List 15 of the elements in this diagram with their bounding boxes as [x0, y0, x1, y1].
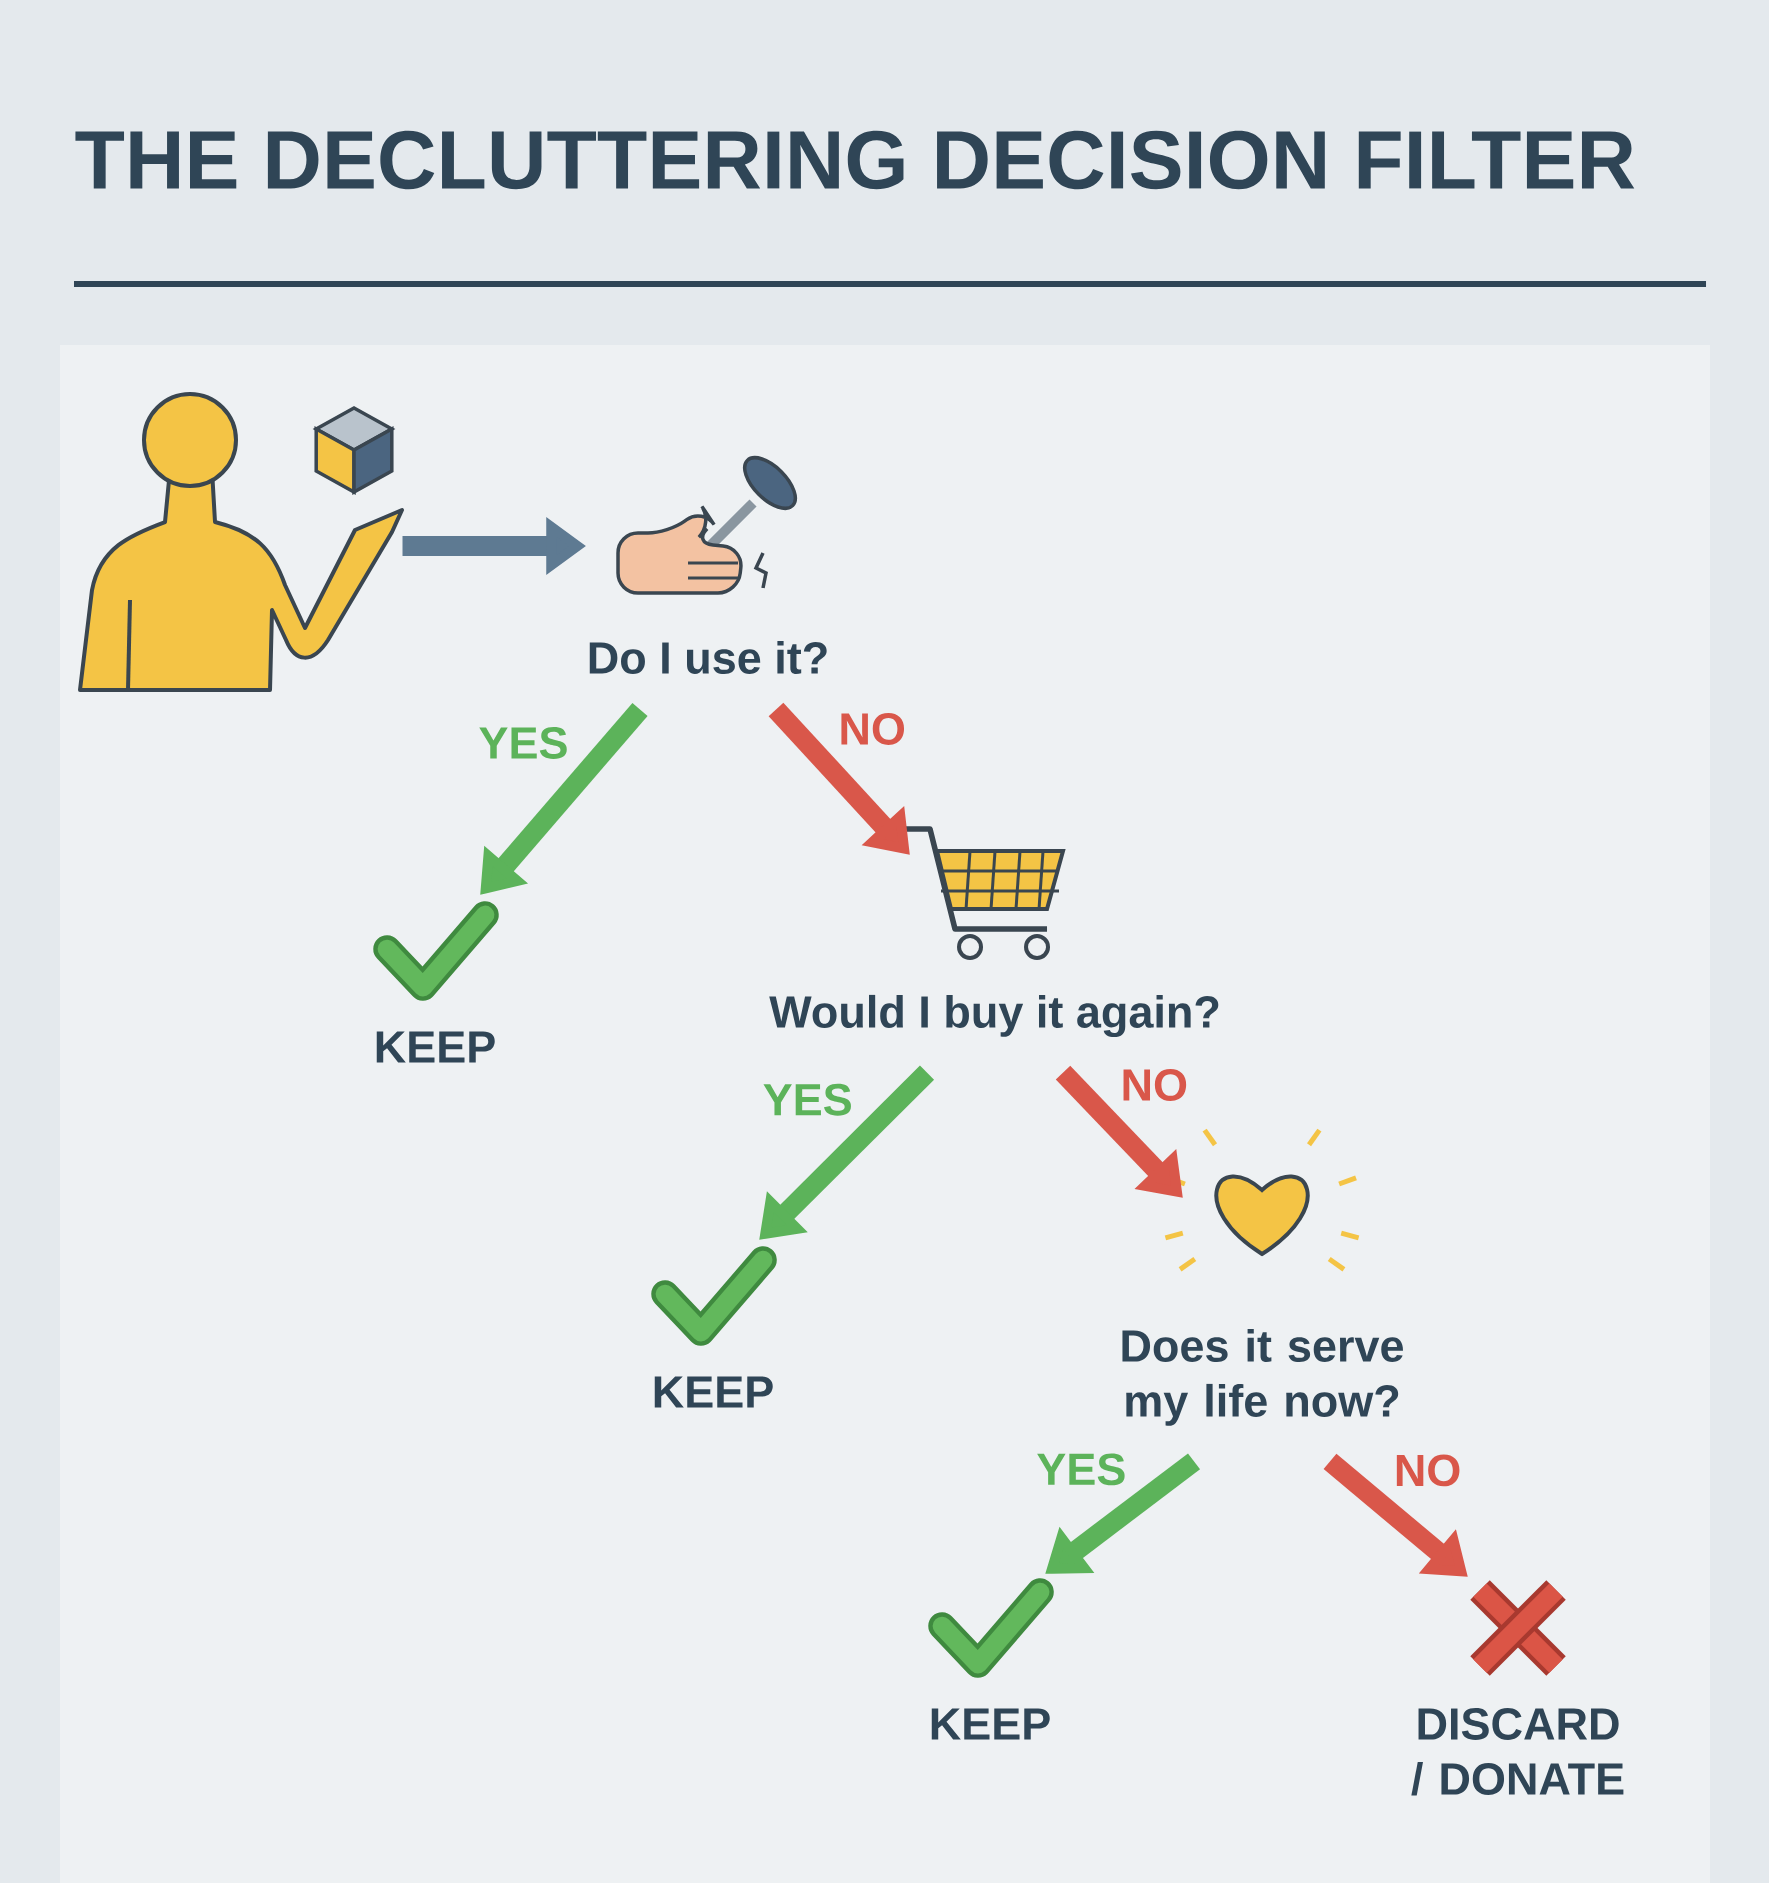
edge-label: NO [1396, 1454, 1460, 1487]
outcome-text: KEEP [376, 1031, 495, 1063]
question-text: Would I buy it again? [769, 994, 1219, 1038]
edge-label: NO [1123, 1069, 1187, 1101]
question-text: Does it serve my life now? [1122, 1328, 1403, 1426]
question-text: Do I use it? [589, 640, 827, 674]
title: THE DECLUTTERING DECISION FILTER [75, 130, 1635, 190]
outcome-text: KEEP [654, 1376, 773, 1408]
outcome-text: KEEP [931, 1708, 1050, 1740]
edge-label: NO [841, 713, 905, 745]
edge-label: YES [479, 727, 567, 759]
edge-label: YES [1037, 1453, 1125, 1486]
outcome-text: DISCARD / DONATE [1411, 1708, 1624, 1796]
person-drawing [78, 392, 404, 692]
edge-label: YES [763, 1083, 851, 1116]
